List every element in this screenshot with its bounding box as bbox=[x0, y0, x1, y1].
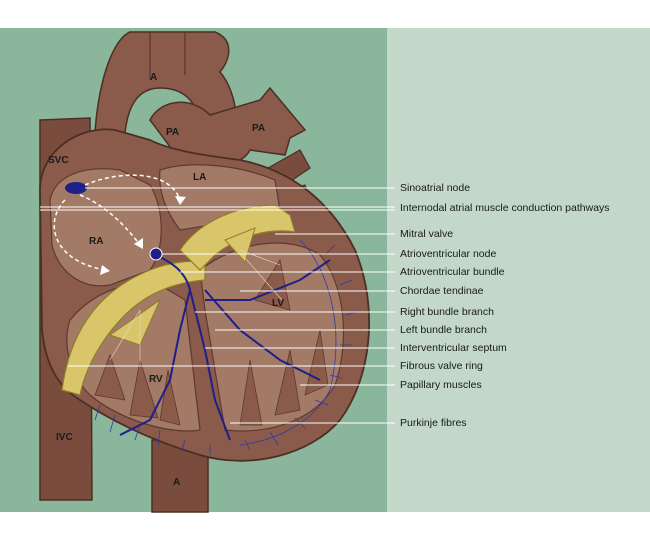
leader-lines bbox=[40, 187, 395, 424]
fibrous-valve-ring-right bbox=[61, 260, 206, 396]
papillary-muscles-label: Papillary muscles bbox=[400, 379, 482, 391]
ivc-label: IVC bbox=[56, 432, 73, 443]
mitral-valve-label: Mitral valve bbox=[400, 228, 454, 240]
internodal-pathways-label: Internodal atrial muscle conduction path… bbox=[400, 202, 610, 214]
left-bundle-branch-label: Left bundle branch bbox=[400, 324, 487, 336]
interventricular-septum-label: Interventricular septum bbox=[400, 342, 507, 354]
chordae-tendinae-label: Chordae tendinae bbox=[400, 285, 484, 297]
sinoatrial-node-label: Sinoatrial node bbox=[400, 182, 471, 194]
svc-label: SVC bbox=[48, 155, 69, 166]
av-node-shape bbox=[149, 247, 163, 261]
sa-node-shape bbox=[65, 182, 87, 194]
right-atrium-interior bbox=[49, 168, 162, 287]
pulmonary-artery-left-label: PA bbox=[166, 127, 180, 138]
aorta-bottom-label: A bbox=[173, 477, 181, 488]
atrioventricular-node-label: Atrioventricular node bbox=[400, 248, 497, 260]
aorta-top-label: A bbox=[150, 72, 158, 83]
right-atrium-label: RA bbox=[89, 236, 104, 247]
left-atrium-label: LA bbox=[193, 172, 207, 183]
arrow-heads bbox=[100, 196, 186, 275]
right-ventricle-label: RV bbox=[149, 374, 163, 385]
pulmonary-artery-right-label: PA bbox=[252, 123, 266, 134]
purkinje-fibres-label: Purkinje fibres bbox=[400, 417, 467, 429]
right-bundle-branch-label: Right bundle branch bbox=[400, 306, 494, 318]
chordae-lines bbox=[109, 249, 283, 365]
atrioventricular-bundle-label: Atrioventricular bundle bbox=[400, 266, 505, 278]
left-ventricle-label: LV bbox=[272, 298, 285, 309]
fibrous-valve-ring-label: Fibrous valve ring bbox=[400, 360, 483, 372]
right-panel-bg bbox=[387, 28, 650, 512]
